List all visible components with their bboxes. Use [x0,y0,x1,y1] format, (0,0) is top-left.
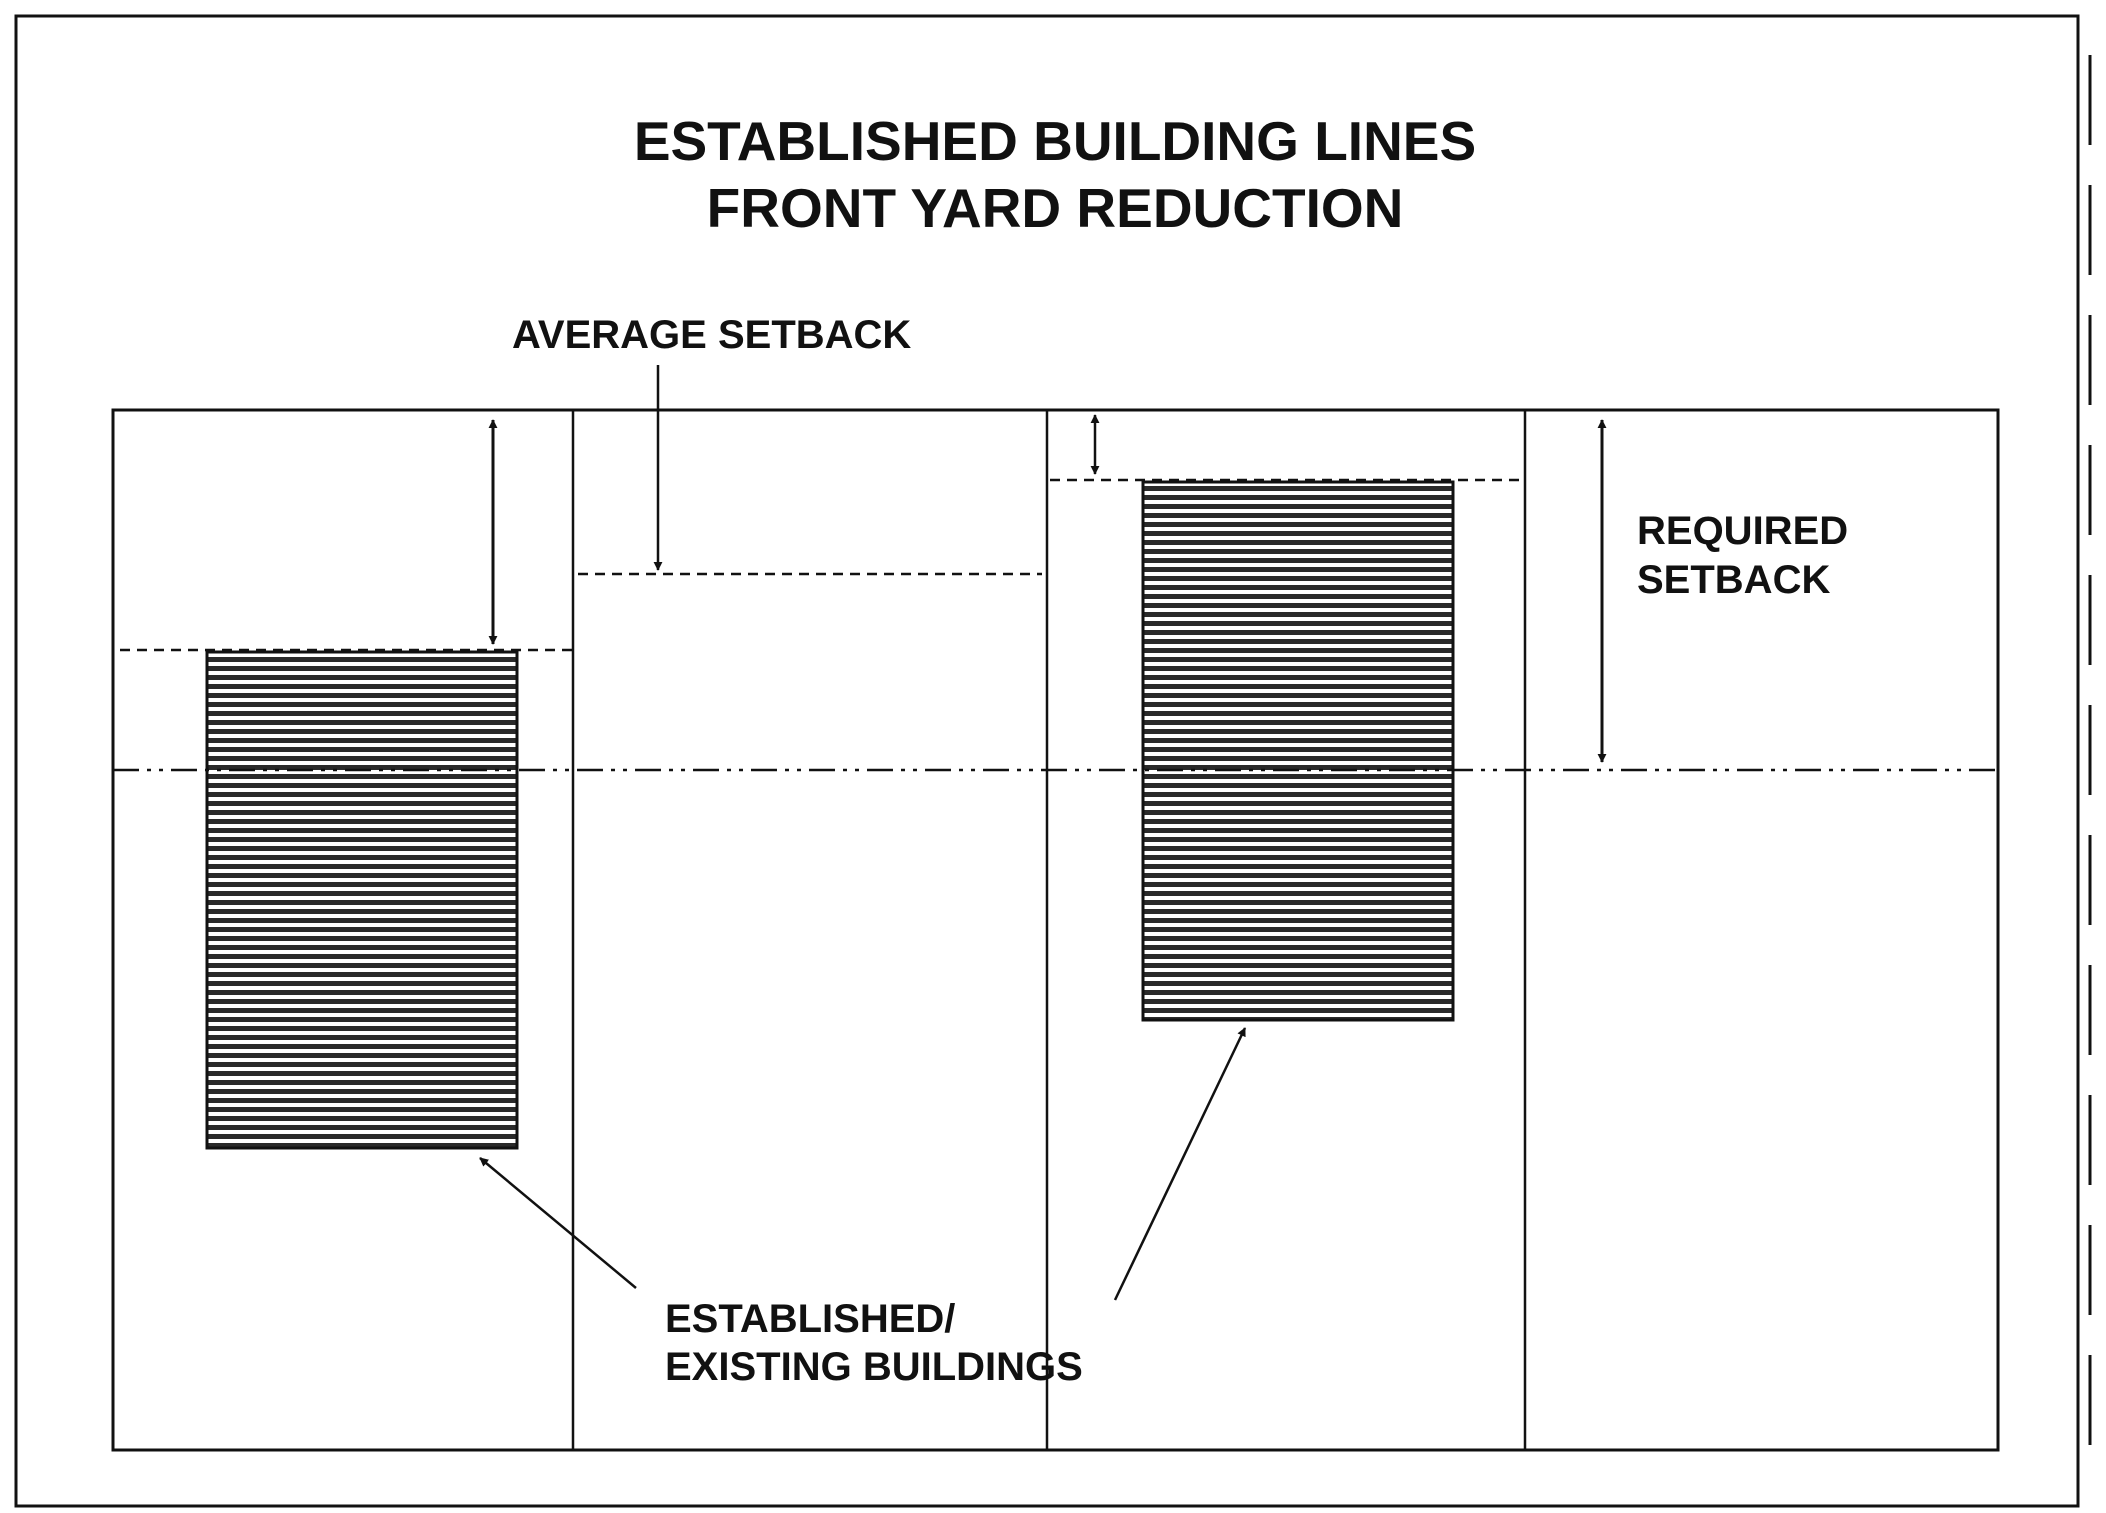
diagram-title-line2: FRONT YARD REDUCTION [707,177,1404,239]
required-setback-label-line1: REQUIRED [1637,509,1848,553]
existing-buildings-label-line2: EXISTING BUILDINGS [665,1345,1083,1389]
average-setback-label: AVERAGE SETBACK [512,313,911,357]
existing-building-left [205,650,519,1150]
diagram-title-line1: ESTABLISHED BUILDING LINES [634,110,1476,172]
existing-buildings-label-line1: ESTABLISHED/ [665,1297,955,1341]
outer-frame [14,14,2080,1508]
existing-building-right [1141,480,1455,1022]
right-building-pointer [1113,1027,1247,1301]
required-setback-label-line2: SETBACK [1637,558,1830,602]
left-building-pointer [479,1157,637,1289]
block-outline [111,408,2000,1452]
